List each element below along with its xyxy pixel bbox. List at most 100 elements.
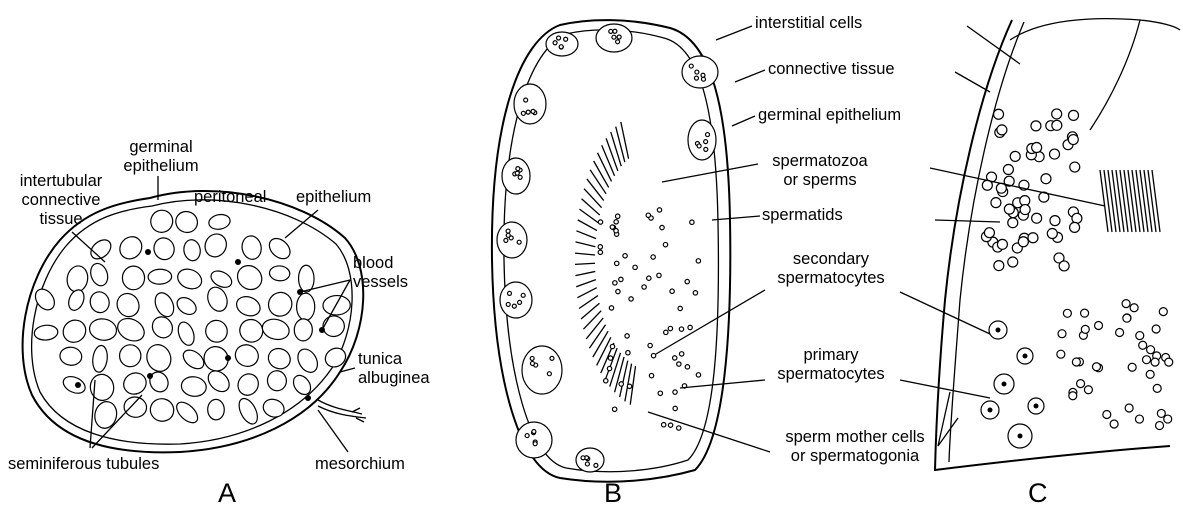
spermatid: [657, 273, 661, 277]
sperm-tail-stroke: [584, 189, 602, 208]
seminiferous-tubule: [59, 316, 91, 347]
spermatid-enlarged: [1031, 121, 1041, 131]
label-spermatids: spermatids: [762, 206, 843, 225]
leader-germinal-epithelium-b: [732, 116, 755, 126]
seminiferous-tubule: [322, 315, 346, 338]
spermatid: [598, 220, 602, 224]
sperm-tail-stroke: [575, 253, 595, 255]
spermatid-enlarged: [1135, 415, 1143, 423]
seminiferous-tubule: [65, 264, 90, 293]
seminiferous-tubule: [114, 314, 148, 345]
spermatid: [612, 407, 616, 411]
seminiferous-tubules-group: [32, 206, 351, 430]
seminiferous-tubule: [233, 261, 267, 295]
spermatid: [693, 291, 697, 295]
spermatid: [615, 261, 619, 265]
spermatid: [609, 306, 613, 310]
panel-c-drawing: [900, 19, 1180, 470]
spermatid-enlarged: [1165, 358, 1173, 366]
cell-nucleus: [617, 35, 621, 39]
spermatid-enlarged: [1081, 309, 1089, 317]
cell-nucleus: [616, 40, 620, 44]
cell-nucleus: [533, 442, 537, 446]
spermatid: [688, 325, 692, 329]
spermatid: [613, 281, 617, 285]
blood-vessel: [225, 355, 231, 361]
cell-nucleus: [557, 36, 561, 40]
spermatid: [604, 379, 608, 383]
spermatid: [677, 362, 681, 366]
sperm-tail-stroke: [1120, 170, 1128, 232]
cell-nucleus: [550, 356, 554, 360]
spermatid: [642, 285, 646, 289]
seminiferous-tubule: [115, 232, 146, 263]
cell-nucleus: [532, 430, 536, 434]
label-interstitial-cells: interstitial cells: [755, 14, 862, 33]
spermatid-enlarged: [1028, 233, 1038, 243]
spermatocyte-nucleus: [1023, 354, 1028, 359]
spermatid-enlarged: [1139, 341, 1147, 349]
spermatid-enlarged: [1151, 358, 1159, 366]
spermatid-enlarged: [1122, 300, 1130, 308]
spermatid-enlarged: [1050, 216, 1060, 226]
spermatid-enlarged: [1081, 325, 1089, 333]
spermatid: [670, 289, 674, 293]
spermatid: [598, 250, 602, 254]
neighbour-tubule-section: [522, 346, 562, 394]
seminiferous-tubule: [294, 319, 313, 342]
cell-nucleus: [581, 456, 585, 460]
spermatid: [696, 373, 700, 377]
spermatid-enlarged: [1095, 321, 1103, 329]
sperm-tail-stroke: [1100, 170, 1108, 232]
cell-nucleus: [547, 372, 551, 376]
spermatid: [619, 382, 623, 386]
spermatid-enlarged: [1020, 205, 1030, 215]
spermatid-enlarged: [1157, 409, 1165, 417]
spermatid: [608, 356, 612, 360]
leader-secondary-spermatocytes: [656, 290, 765, 354]
seminiferous-tubule: [182, 239, 201, 262]
label-seminiferous-tubules: seminiferous tubules: [8, 455, 159, 474]
spermatid-enlarged: [1041, 174, 1051, 184]
cell-nucleus: [526, 110, 530, 114]
seminiferous-tubule: [204, 367, 233, 396]
sperm-tail-stroke: [602, 145, 615, 176]
sperm-tail-stroke: [597, 337, 611, 365]
spermatid: [678, 306, 682, 310]
cell-nucleus: [594, 463, 598, 467]
seminiferous-tubule: [265, 235, 294, 263]
spermatid-enlarged: [1063, 309, 1071, 317]
cell-nucleus: [706, 133, 710, 137]
sperm-tail-stroke: [587, 179, 604, 201]
cell-nucleus: [525, 434, 529, 438]
seminiferous-tubule: [266, 370, 287, 392]
seminiferous-tubule: [91, 345, 108, 373]
seminiferous-tubule: [235, 396, 261, 427]
sperm-tail-stroke: [583, 311, 601, 329]
spermatid-enlarged: [994, 261, 1004, 271]
seminiferous-tubule: [147, 206, 177, 236]
spermatid: [651, 255, 655, 259]
spermatocyte-nucleus: [988, 408, 993, 413]
seminiferous-tubule: [151, 235, 177, 262]
spermatid-enlarged: [1069, 392, 1077, 400]
panel-letter-b: B: [604, 478, 622, 509]
spermatid: [668, 326, 672, 330]
spermatid: [610, 344, 614, 348]
spermatid: [615, 214, 619, 218]
spermatid-enlarged: [1130, 304, 1138, 312]
spermatid-enlarged: [1032, 213, 1042, 223]
neighbour-tubule-section: [514, 84, 546, 124]
sperm-tail-stroke: [1132, 170, 1140, 232]
seminiferous-tubule: [208, 213, 232, 231]
label-mesorchium: mesorchium: [315, 455, 405, 474]
spermatid: [677, 426, 681, 430]
sperm-tail-stroke: [1148, 170, 1156, 232]
sperm-tail-stroke: [1144, 170, 1152, 232]
sperm-tail-stroke: [1124, 170, 1132, 232]
cell-nucleus: [694, 76, 698, 80]
